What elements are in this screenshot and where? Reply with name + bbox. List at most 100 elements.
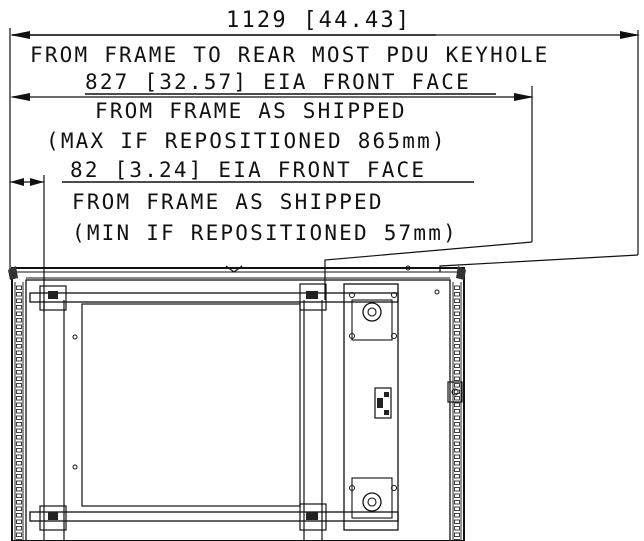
perforation-hole xyxy=(454,539,460,541)
perforation-hole xyxy=(16,500,22,505)
perforation-hole xyxy=(16,285,22,290)
perforation-hole xyxy=(16,324,22,329)
perforation-hole xyxy=(16,474,22,479)
perforation-hole xyxy=(454,285,460,290)
perforation-hole xyxy=(454,357,460,362)
perforation-hole xyxy=(454,318,460,323)
perforation-hole xyxy=(454,461,460,466)
corner-bracket-top-left xyxy=(8,266,18,280)
perforation-hole xyxy=(454,454,460,459)
perforation-hole xyxy=(454,435,460,440)
perforation-hole xyxy=(16,357,22,362)
pdu-keyhole-top xyxy=(362,302,382,322)
perforation-hole xyxy=(16,428,22,433)
perforation-hole xyxy=(16,337,22,342)
dim1-arrow-right xyxy=(620,31,640,39)
pdu-screw-1 xyxy=(349,292,355,298)
perforation-hole xyxy=(16,363,22,368)
dim2-label-line1: FROM FRAME AS SHIPPED xyxy=(95,99,407,123)
perforation-hole xyxy=(16,435,22,440)
dim2-value: 827 [32.57] EIA FRONT FACE xyxy=(85,70,471,94)
bottom-mounting-rail xyxy=(29,511,399,522)
pdu-column xyxy=(343,283,399,531)
dim3-label-line2: (MIN IF REPOSITIONED 57mm) xyxy=(72,221,458,245)
dim3-label-line1: FROM FRAME AS SHIPPED xyxy=(72,190,384,214)
right-panel-hole xyxy=(434,289,440,295)
perforation-hole xyxy=(16,539,22,541)
perforation-hole xyxy=(454,526,460,531)
dimension-82: 82 [3.24] EIA FRONT FACE FROM FRAME AS S… xyxy=(10,158,474,245)
perforation-hole xyxy=(16,389,22,394)
right-perforation-holes xyxy=(454,285,460,541)
perforation-hole xyxy=(16,311,22,316)
interior-panel xyxy=(81,303,301,507)
perforation-hole xyxy=(454,376,460,381)
perforation-hole xyxy=(16,409,22,414)
perforation-hole xyxy=(454,506,460,511)
perforation-hole xyxy=(16,532,22,537)
pdu-screw-3 xyxy=(349,333,355,339)
pdu-screw-4 xyxy=(391,333,397,339)
dim3-arrow-right xyxy=(30,178,44,186)
perforation-hole xyxy=(16,292,22,297)
perforation-hole xyxy=(454,331,460,336)
front-latch xyxy=(225,265,243,273)
post-guide-lines xyxy=(43,300,323,541)
perforation-hole xyxy=(454,519,460,524)
perforation-hole xyxy=(454,422,460,427)
perforation-hole xyxy=(16,415,22,420)
perforation-hole xyxy=(16,318,22,323)
perforation-hole xyxy=(454,487,460,492)
pdu-bottom-block xyxy=(351,477,393,519)
perforation-hole xyxy=(454,311,460,316)
perforation-hole xyxy=(454,415,460,420)
perforation-hole xyxy=(454,298,460,303)
perforation-hole xyxy=(16,467,22,472)
rear-eia-post-bottom xyxy=(299,503,327,531)
dim1-label: FROM FRAME TO REAR MOST PDU KEYHOLE xyxy=(30,43,550,67)
perforation-hole xyxy=(454,448,460,453)
pdu-outlet-module xyxy=(374,387,392,419)
perforation-hole xyxy=(16,370,22,375)
perforation-hole xyxy=(16,422,22,427)
perforation-hole xyxy=(16,487,22,492)
perforation-hole xyxy=(16,298,22,303)
rear-eia-post-top xyxy=(299,283,327,311)
perforation-hole xyxy=(16,441,22,446)
perforation-hole xyxy=(16,396,22,401)
perforation-hole xyxy=(16,402,22,407)
left-perforation-holes xyxy=(16,285,22,541)
perforation-hole xyxy=(454,402,460,407)
perforation-hole xyxy=(16,506,22,511)
perforation-hole xyxy=(454,363,460,368)
left-perforated-strip xyxy=(14,282,24,541)
perforation-hole xyxy=(454,428,460,433)
pdu-screw-6 xyxy=(391,485,397,491)
rack-inner-frame xyxy=(25,279,451,541)
perforation-hole xyxy=(16,383,22,388)
perforation-hole xyxy=(16,454,22,459)
dim3-value: 82 [3.24] EIA FRONT FACE xyxy=(70,158,426,182)
perforation-hole xyxy=(16,526,22,531)
dim1-arrow-left xyxy=(10,31,30,39)
perforation-hole xyxy=(16,305,22,310)
perforation-hole xyxy=(454,344,460,349)
perforation-hole xyxy=(16,448,22,453)
top-panel-hole xyxy=(405,265,411,271)
dim3-arrow-left xyxy=(10,178,24,186)
dimension-1129: 1129 [44.43] FROM FRAME TO REAR MOST PDU… xyxy=(10,8,640,67)
perforation-hole xyxy=(454,389,460,394)
perforation-hole xyxy=(16,376,22,381)
perforation-hole xyxy=(454,383,460,388)
perforation-hole xyxy=(16,480,22,485)
pdu-top-block xyxy=(351,299,393,341)
perforation-hole xyxy=(454,467,460,472)
leader-line-827 xyxy=(324,241,533,300)
perforation-hole xyxy=(16,344,22,349)
perforation-hole xyxy=(454,474,460,479)
rack-outer-frame xyxy=(11,267,465,541)
right-perforated-strip xyxy=(452,282,462,541)
perforation-hole xyxy=(16,331,22,336)
pdu-screw-2 xyxy=(391,292,397,298)
